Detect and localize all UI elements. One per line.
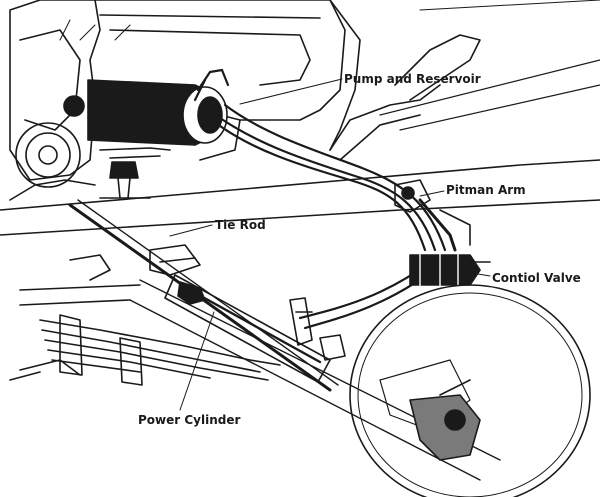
axle: [19, 279, 501, 481]
label-tie-rod: Tie Rod: [215, 218, 266, 232]
label-power-cylinder: Power Cylinder: [138, 413, 241, 427]
wheel-drum: [349, 284, 591, 497]
engine-block: [9, 0, 361, 201]
control-valve: [409, 249, 491, 291]
label-pitman-arm: Pitman Arm: [446, 183, 526, 197]
engine-mount: [99, 161, 151, 199]
leader-lines: [169, 78, 491, 411]
label-control-valve: Contiol Valve: [492, 271, 581, 285]
label-pump-and-reservoir: Pump and Reservoir: [344, 72, 481, 86]
pump-reservoir: [87, 79, 228, 159]
frame-rail: [0, 0, 600, 236]
power-cylinder: [164, 274, 346, 383]
pitman-arm: [394, 179, 471, 252]
leaf-spring: [9, 254, 281, 386]
